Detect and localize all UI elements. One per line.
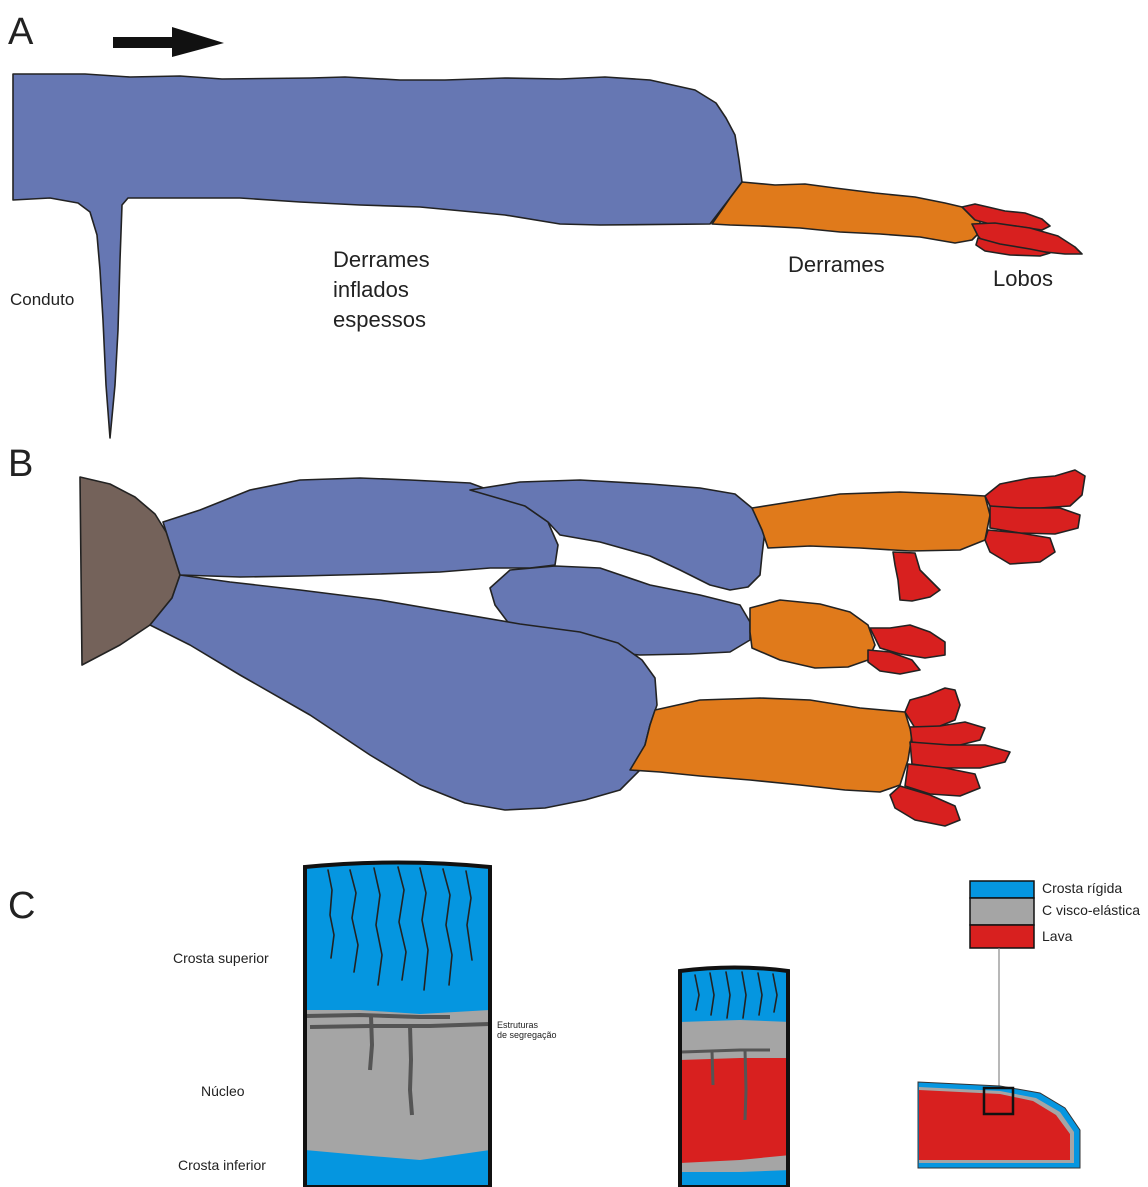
panel-a-letter: A: [8, 11, 34, 53]
legend-swatch-lava: [970, 925, 1034, 948]
legend-swatch-rigid: [970, 881, 1034, 898]
legend: Crosta rígida C visco-elástica Lava: [970, 880, 1140, 948]
legend-label-rigid: Crosta rígida: [1042, 880, 1122, 896]
lobe-label: Lobos: [993, 266, 1053, 291]
segregation-pipe-1: [370, 1016, 372, 1070]
panel-c-letter: C: [8, 885, 35, 927]
segregation-sheet: [306, 1015, 450, 1017]
flow-column: [680, 960, 790, 1187]
segregation-pipe-small-2: [745, 1050, 746, 1120]
thick-flow-column: [305, 855, 491, 1187]
lobes-group-a: [962, 204, 1082, 256]
inflated-flow-label-2: inflados: [333, 277, 409, 302]
right-arrow-icon: [113, 27, 224, 57]
core-label: Núcleo: [201, 1083, 245, 1099]
segregation-pipe-small-1: [712, 1051, 713, 1085]
lava-small: [680, 1058, 790, 1163]
segregation-pipe-2: [410, 1026, 412, 1115]
flow-label: Derrames: [788, 252, 885, 277]
flow-upper-b: [752, 492, 990, 551]
flow-shape: [712, 182, 980, 243]
flow-lower-b: [630, 698, 912, 792]
core-band: [305, 1010, 490, 1160]
upper-crust-label: Crosta superior: [173, 950, 269, 966]
legend-label-viscoelastic: C visco-elástica: [1042, 902, 1140, 918]
lower-crust-label: Crosta inferior: [178, 1157, 266, 1173]
conduit-label: Conduto: [10, 290, 74, 309]
lobes-group-b-middle: [868, 625, 945, 674]
flow-middle-b: [750, 600, 875, 668]
lobe-cross-section: [918, 1082, 1080, 1168]
segregation-label-2: de segregação: [497, 1030, 557, 1040]
legend-label-lava: Lava: [1042, 928, 1073, 944]
inflated-flow-label-1: Derrames: [333, 247, 430, 272]
legend-swatch-viscoelastic: [970, 898, 1034, 925]
vent-shape: [80, 477, 180, 665]
panel-b-letter: B: [8, 443, 33, 485]
segregation-label-1: Estruturas: [497, 1020, 539, 1030]
inflated-flow-label-3: espessos: [333, 307, 426, 332]
